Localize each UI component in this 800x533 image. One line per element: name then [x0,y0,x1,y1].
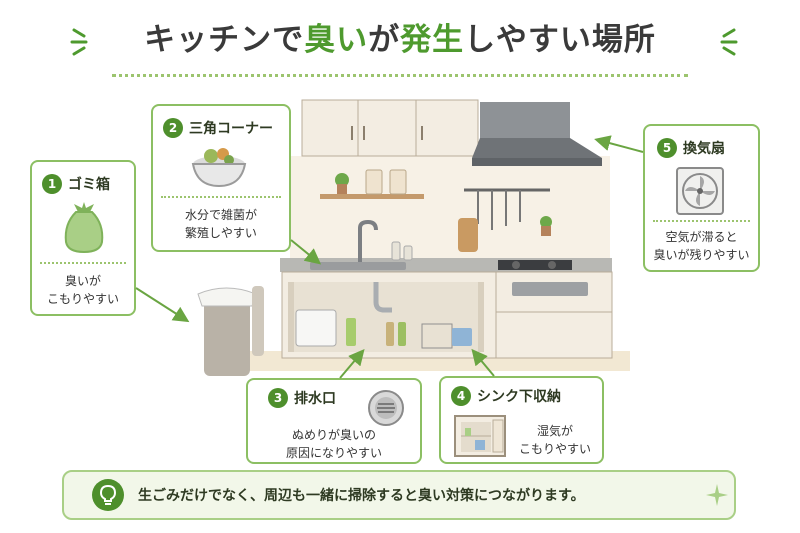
spot-card-under-sink-storage: 4 シンク下収納 湿気が こもりやすい [439,376,604,464]
sink-strainer-bowl-icon [191,148,247,188]
sparkle-icon [706,484,728,506]
spot-number-badge: 5 [657,138,677,158]
spot-description: 空気が滞ると 臭いが残りやすい [645,228,758,264]
spot-description: 湿気が こもりやすい [505,422,605,458]
spot-name: シンク下収納 [477,389,561,405]
title-part: が [368,22,401,58]
exhaust-fan-icon [676,167,724,215]
kitchen-illustration [197,99,630,376]
spot-name: 排水口 [294,391,336,407]
spot-number-badge: 1 [42,174,62,194]
page-title: キッチンで臭いが発生しやすい場所 [144,14,656,59]
description-line: こもりやすい [46,292,119,306]
title-left-accent-icon [70,28,88,56]
description-line: 臭いが [64,274,101,288]
description-line: 繁殖しやすい [185,226,257,240]
page-title-wrap: キッチンで臭いが発生しやすい場所 [0,14,800,64]
card-header: 4 シンク下収納 [451,386,561,406]
card-header: 3 排水口 [268,388,336,408]
upper-cabinets [301,99,479,157]
description-line: 湿気が [536,424,573,438]
title-part: しやすい場所 [464,22,656,58]
spot-card-sink-corner-strainer: 2 三角コーナー 水分で雑菌が 繁殖しやすい [151,104,291,252]
spot-card-drain: 3 排水口 ぬめりが臭いの 原因になりやすい [246,378,422,464]
spot-number-badge: 2 [163,118,183,138]
trash-bin-illustration [197,286,264,376]
card-header: 2 三角コーナー [163,118,273,138]
title-divider [112,74,688,78]
tip-banner: 生ごみだけでなく、周辺も一緒に掃除すると臭い対策につながります。 [62,470,736,520]
title-highlight: 発生 [400,22,465,58]
spot-number-badge: 3 [268,388,288,408]
spot-card-trash-bin: 1 ゴミ箱 臭いが こもりやすい [30,160,136,316]
description-line: 原因になりやすい [285,446,382,460]
title-highlight: 臭い [304,22,369,58]
spot-description: 臭いが こもりやすい [32,272,134,308]
drain-icon [368,390,404,426]
lightbulb-icon [92,479,124,511]
spot-name: 換気扇 [683,141,725,157]
card-header: 1 ゴミ箱 [42,174,110,194]
spot-number-badge: 4 [451,386,471,406]
trash-bag-icon [64,202,104,254]
card-header: 5 換気扇 [657,138,725,158]
description-line: 水分で雑菌が [184,208,257,222]
description-line: 空気が滞ると [665,230,738,244]
description-line: ぬめりが臭いの [291,428,376,442]
range-hood [472,102,602,166]
description-line: 臭いが残りやすい [653,248,750,262]
title-part: キッチンで [144,22,305,58]
spot-description: 水分で雑菌が 繁殖しやすい [153,206,289,242]
spot-card-exhaust-fan: 5 換気扇 空気が滞ると 臭いが残りやすい [643,124,760,272]
spot-name: 三角コーナー [189,121,273,137]
spot-description: ぬめりが臭いの 原因になりやすい [248,426,420,462]
spot-name: ゴミ箱 [68,177,110,193]
title-right-accent-icon [720,28,738,56]
cabinet-icon [454,415,506,457]
tip-text: 生ごみだけでなく、周辺も一緒に掃除すると臭い対策につながります。 [138,488,585,504]
description-line: こもりやすい [518,442,591,456]
